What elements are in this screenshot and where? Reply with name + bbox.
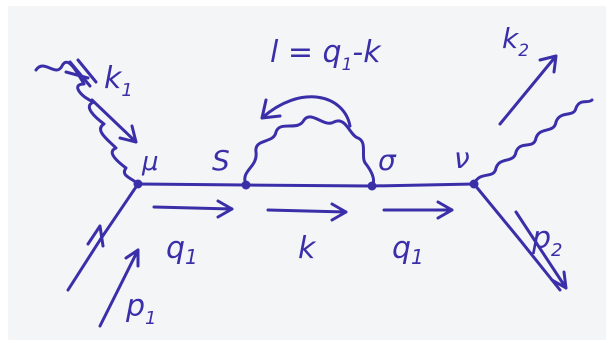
label-sigma: σ (378, 144, 397, 177)
incoming-fermion-line (66, 182, 140, 292)
label-p2: p2 (531, 221, 563, 261)
incoming-photon-k1 (34, 60, 140, 186)
momentum-arrow-p2 (514, 210, 568, 290)
vertex-s (241, 180, 251, 190)
label-q1-right: q1 (392, 231, 424, 269)
fermion-propagator-line (136, 182, 476, 188)
vertex-mu (133, 179, 143, 189)
momentum-arrow-k1 (90, 98, 138, 144)
internal-photon-loop (243, 115, 376, 188)
outgoing-fermion-line (472, 182, 562, 292)
incoming-fermion-arrow (86, 224, 105, 248)
label-nu: ν (454, 142, 470, 175)
label-p1: p1 (125, 289, 157, 329)
momentum-arrow-k (266, 202, 348, 222)
label-q1-left: q1 (166, 231, 198, 269)
momentum-arrow-p1 (98, 248, 140, 328)
vertex-nu (469, 179, 479, 189)
label-loop-momentum: l = q1-k (270, 35, 382, 75)
momentum-arrow-k2 (498, 54, 558, 126)
photon-k1-scribble (64, 58, 98, 88)
momentum-arrow-q1-left (152, 199, 234, 219)
label-k1: k1 (104, 61, 133, 101)
momentum-arrow-q1-right (382, 200, 454, 220)
vertex-sigma (367, 181, 377, 191)
momentum-arrow-loop (260, 95, 352, 128)
outgoing-photon-k2 (472, 98, 594, 186)
label-k2: k2 (502, 22, 529, 61)
paper-background (8, 6, 606, 340)
label-k-mid: k (298, 231, 317, 266)
label-mu: μ (141, 147, 159, 177)
label-s: S (212, 144, 230, 177)
